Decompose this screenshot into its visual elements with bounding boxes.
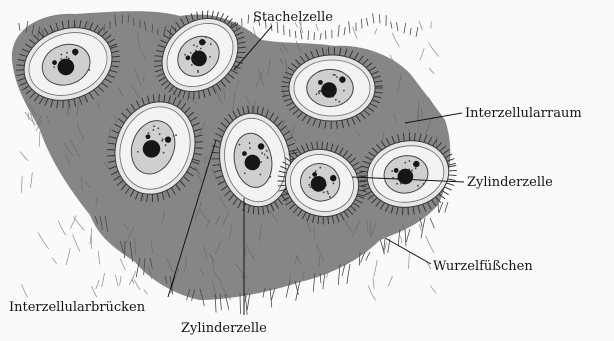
fiber: [129, 271, 135, 285]
fiber: [28, 112, 29, 120]
fiber: [426, 236, 434, 253]
spine: [328, 47, 329, 55]
root-foot: [439, 202, 443, 213]
fiber: [144, 290, 148, 295]
fiber: [96, 280, 99, 289]
granule: [338, 101, 340, 103]
edge-hair: [416, 27, 418, 37]
nucleolus: [339, 76, 345, 82]
label-interzellularbruecken: Interzellularbrücken: [9, 301, 145, 314]
root-foot: [295, 281, 298, 295]
fiber: [22, 284, 28, 297]
fiber: [31, 172, 33, 188]
label-stachelzelle: Stachelzelle: [253, 11, 333, 24]
fiber: [419, 224, 421, 231]
granule: [318, 91, 320, 93]
edge-hair: [344, 27, 345, 35]
fiber: [316, 24, 319, 31]
fiber: [98, 251, 99, 264]
edge-hair: [349, 21, 350, 33]
granule: [343, 90, 345, 92]
edge-hair: [338, 25, 339, 37]
spine: [449, 170, 457, 172]
nucleolus: [318, 80, 323, 85]
granule: [335, 99, 337, 101]
edge-hair: [19, 23, 20, 31]
edge-hair: [248, 14, 249, 23]
fiber: [429, 68, 434, 74]
fiber: [120, 276, 121, 285]
edge-hair: [379, 14, 380, 23]
label-interzellularraum: Interzellularraum: [465, 107, 582, 120]
edge-hair: [308, 31, 309, 40]
edge-hair: [391, 22, 392, 29]
fiber: [409, 252, 410, 268]
edge-hair: [366, 18, 368, 26]
root-foot: [247, 293, 250, 310]
edge-hair: [396, 23, 398, 32]
spine: [444, 186, 451, 192]
label-wurzelfuesschen: Wurzelfüßchen: [433, 260, 533, 273]
fiber: [401, 236, 402, 243]
spine: [449, 174, 457, 177]
fiber: [374, 260, 377, 277]
edge-hair: [373, 13, 374, 23]
root-foot: [270, 288, 272, 307]
fiber: [66, 248, 70, 265]
nucleolus: [321, 82, 337, 98]
edge-hair: [361, 19, 362, 29]
fiber: [70, 216, 76, 229]
fiber: [38, 233, 49, 250]
granule: [318, 92, 320, 94]
root-foot: [421, 218, 425, 238]
root-foot: [407, 229, 410, 242]
fiber: [58, 221, 65, 236]
root-foot: [405, 229, 406, 246]
edge-hair: [325, 31, 326, 40]
fiber: [73, 234, 80, 251]
granule: [316, 93, 318, 95]
fiber: [374, 28, 377, 34]
root-foot: [347, 264, 350, 284]
label-zylinderzelle-bottom: Zylinderzelle: [181, 322, 267, 335]
root-foot: [323, 273, 325, 289]
fiber: [353, 27, 358, 39]
fiber: [134, 279, 140, 290]
root-foot: [380, 239, 384, 254]
fiber: [116, 275, 119, 286]
fiber: [392, 33, 399, 47]
label-zylinderzelle-right: Zylinderzelle: [467, 176, 553, 189]
root-foot: [430, 218, 434, 228]
fiber: [428, 42, 439, 56]
edge-hair: [320, 33, 321, 40]
granule: [333, 74, 335, 76]
edge-hair: [404, 23, 406, 33]
edge-hair: [295, 31, 296, 38]
fiber: [102, 273, 105, 287]
spine: [446, 182, 454, 187]
fiber: [21, 176, 22, 193]
fiber: [388, 276, 393, 286]
fiber: [39, 131, 40, 147]
fiber: [52, 258, 56, 264]
fiber: [120, 259, 125, 270]
fiber: [373, 278, 374, 290]
edge-hair: [300, 30, 302, 39]
leader-wurzelfuesschen: [385, 238, 431, 264]
root-foot: [366, 252, 370, 260]
fiber: [430, 286, 436, 294]
fiber: [419, 21, 423, 31]
fiber: [420, 48, 424, 60]
root-foot: [296, 281, 300, 301]
edge-hair: [410, 28, 411, 35]
root-foot: [445, 202, 448, 212]
fiber: [20, 152, 28, 161]
granule: [336, 76, 338, 78]
granule: [334, 74, 336, 76]
